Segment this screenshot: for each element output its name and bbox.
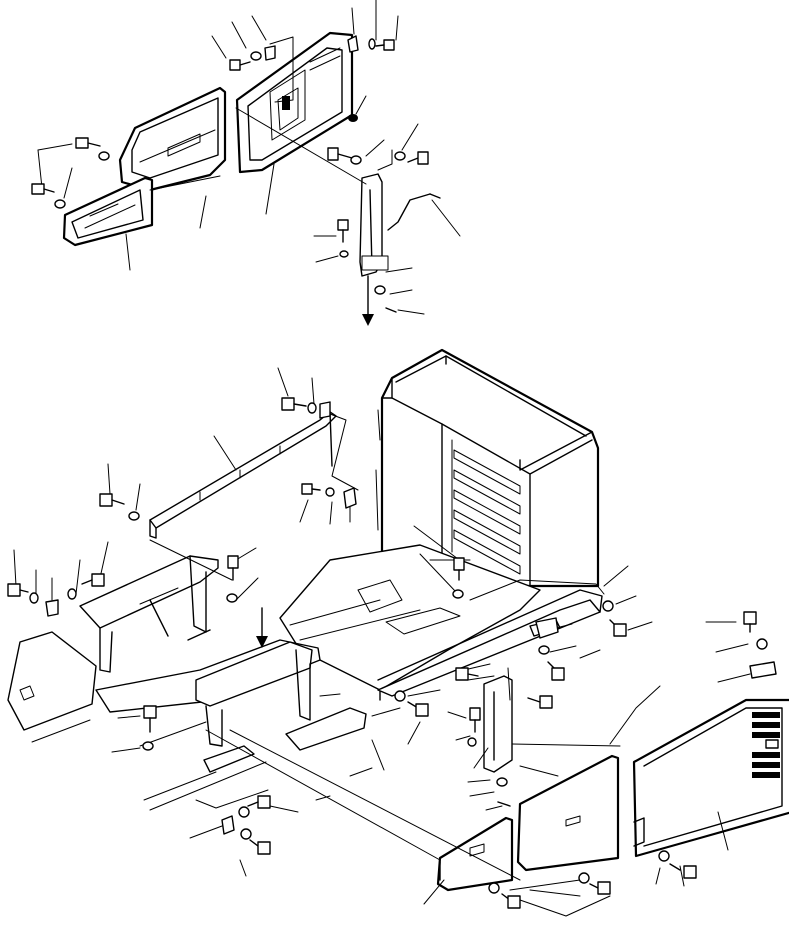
washer (98, 151, 110, 161)
bolt (669, 863, 697, 879)
clip (264, 45, 276, 61)
cab-frame (375, 348, 600, 588)
bolt (609, 619, 627, 637)
bolt (375, 39, 395, 51)
bolt (407, 701, 429, 717)
washer (350, 155, 362, 165)
bolt (31, 183, 55, 195)
washer (339, 250, 349, 258)
bolt (469, 707, 481, 733)
left-side-rail (79, 555, 219, 673)
bolt (81, 573, 105, 587)
washer (496, 777, 508, 787)
bolt (75, 137, 101, 149)
clip (45, 599, 59, 617)
bolt (527, 695, 553, 709)
washer (325, 487, 335, 497)
clip (221, 815, 235, 835)
clip (343, 487, 357, 509)
bolt (501, 893, 521, 909)
bolt (547, 661, 565, 681)
bolt (249, 839, 271, 855)
bolt (327, 147, 353, 161)
washer (756, 638, 768, 650)
bolt (337, 219, 349, 243)
bolt (589, 881, 611, 895)
washer (602, 600, 614, 612)
clip (319, 401, 331, 419)
clip (749, 661, 777, 679)
upper-door-panel (235, 31, 354, 174)
clip (497, 801, 511, 807)
bolt (227, 555, 239, 581)
upper-callout-lines (37, 0, 461, 315)
bolt (247, 795, 271, 809)
bolt (229, 59, 251, 71)
washer (250, 51, 262, 61)
arrow-down (362, 275, 374, 326)
bolt (453, 557, 465, 581)
upper-hinge-bracket (359, 173, 389, 277)
washer (238, 806, 250, 818)
washer (348, 114, 358, 122)
grille-louvers (752, 712, 780, 778)
washer (128, 511, 140, 521)
washer (226, 593, 238, 603)
side-door-panel (436, 816, 514, 892)
bolt (455, 667, 479, 681)
washer (307, 402, 317, 414)
washer (578, 872, 590, 884)
washer (488, 882, 500, 894)
lower-callout-lines (13, 367, 751, 917)
bolt (281, 397, 307, 411)
side-grille-panel (632, 698, 789, 858)
bolt (143, 705, 157, 733)
upper-fasteners (31, 35, 429, 313)
washer (452, 589, 464, 599)
washer (240, 828, 252, 840)
washer (54, 199, 66, 209)
bolt (99, 493, 125, 507)
washer (658, 850, 670, 862)
washer (67, 588, 77, 600)
cab-vent-louvers (453, 449, 521, 575)
washer (538, 645, 550, 655)
left-base-frame (7, 631, 321, 747)
upper-inner-door-panel (118, 86, 227, 192)
washer (394, 151, 406, 161)
washer (29, 592, 39, 604)
lower-fasteners (7, 397, 777, 909)
rear-cover-panel (516, 754, 620, 872)
bolt (407, 151, 429, 165)
upper-small-door (62, 176, 154, 247)
washer (374, 285, 386, 295)
bolt (301, 483, 321, 495)
clip (385, 307, 397, 313)
upper-latch-rod (387, 193, 441, 231)
arrow-down (256, 607, 268, 648)
bottom-plate (203, 707, 367, 773)
bolt (7, 583, 29, 597)
clip (535, 617, 559, 639)
bolt (743, 611, 757, 633)
rear-support-bar (149, 411, 337, 539)
washer (142, 741, 154, 751)
washer (467, 737, 477, 747)
washer (368, 38, 376, 50)
washer (394, 690, 406, 702)
clip (347, 35, 359, 53)
